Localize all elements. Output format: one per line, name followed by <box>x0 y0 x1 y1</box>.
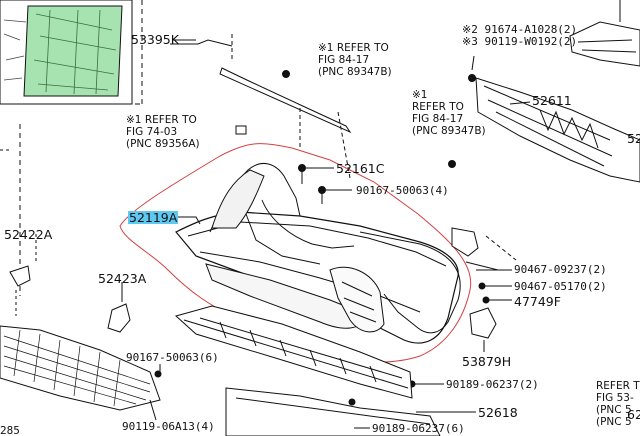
refer-note-fig-74-03: ※1 REFER TO FIG 74-03 (PNC 89356A) <box>126 114 200 150</box>
refer-text: REFER TO <box>144 114 197 126</box>
refer-mark: ※1 <box>318 42 334 54</box>
refer-text: REFER T <box>596 380 640 392</box>
refer-link[interactable]: FIG 74-03 <box>126 126 178 138</box>
refer-pnc: (PNC 89356A) <box>126 138 200 150</box>
refer-note-fig-84-17-right: ※1 REFER TO FIG 84-17 (PNC 89347B) <box>412 89 486 137</box>
refer-pnc: (PNC 89347B) <box>412 125 486 137</box>
part-label-90189-06237-6[interactable]: 90189-06237(6) <box>372 422 465 435</box>
part-label-90467-05170[interactable]: 90467-05170(2) <box>514 280 607 293</box>
refer-pnc: (PNC 5 <box>596 416 632 428</box>
refer-note-fig-53: REFER T FIG 53- (PNC 5 (PNC 5 <box>596 380 640 428</box>
refer-link[interactable]: FIG 84-17 <box>318 54 370 66</box>
refer-link[interactable]: FIG 53- <box>596 392 634 404</box>
refer-note-line: ※1 REFER TO <box>126 114 200 126</box>
part-label-partial-right[interactable]: 52 <box>627 131 640 146</box>
part-label-52422a[interactable]: 52422A <box>4 227 53 242</box>
part-label-53395k[interactable]: 53395K <box>131 32 179 47</box>
part-label-52119a-highlighted[interactable]: 52119A <box>128 210 179 225</box>
refer-text: REFER TO <box>412 101 464 113</box>
refer-note-line: ※1 REFER TO <box>318 42 392 54</box>
part-label-53879h[interactable]: 53879H <box>462 354 512 369</box>
part-label-partial-right-bottom[interactable]: 62 <box>627 407 640 422</box>
refer-pnc: (PNC 89347B) <box>318 66 392 78</box>
part-label-52611[interactable]: 52611 <box>532 93 572 108</box>
refer-text: REFER TO <box>336 42 389 54</box>
part-label-90167-50063-6[interactable]: 90167-50063(6) <box>126 351 219 364</box>
part-label-52618[interactable]: 52618 <box>478 405 518 420</box>
part-label-47749f[interactable]: 47749F <box>514 294 561 309</box>
refer-link[interactable]: FIG 84-17 <box>412 113 464 125</box>
part-label-partial-left-bottom[interactable]: 285 <box>0 424 20 436</box>
vehicle-thumbnail <box>0 0 133 105</box>
part-label-90119-w0192[interactable]: ※3 90119-W0192(2) <box>462 35 578 48</box>
part-label-90189-06237-2[interactable]: 90189-06237(2) <box>446 378 539 391</box>
part-label-90467-09237[interactable]: 90467-09237(2) <box>514 263 607 276</box>
part-label-90119-06a13[interactable]: 90119-06A13(4) <box>122 420 215 433</box>
refer-pnc: (PNC 5 <box>596 404 632 416</box>
part-label-90167-50063-4[interactable]: 90167-50063(4) <box>356 184 449 197</box>
part-label-52161c[interactable]: 52161C <box>336 161 385 176</box>
refer-mark: ※1 <box>412 89 428 101</box>
refer-note-fig-84-17-upper: ※1 REFER TO FIG 84-17 (PNC 89347B) <box>318 42 392 78</box>
part-label-91674-a1028[interactable]: ※2 91674-A1028(2) <box>462 23 578 36</box>
part-label-52423a[interactable]: 52423A <box>98 271 147 286</box>
refer-mark: ※1 <box>126 114 142 126</box>
